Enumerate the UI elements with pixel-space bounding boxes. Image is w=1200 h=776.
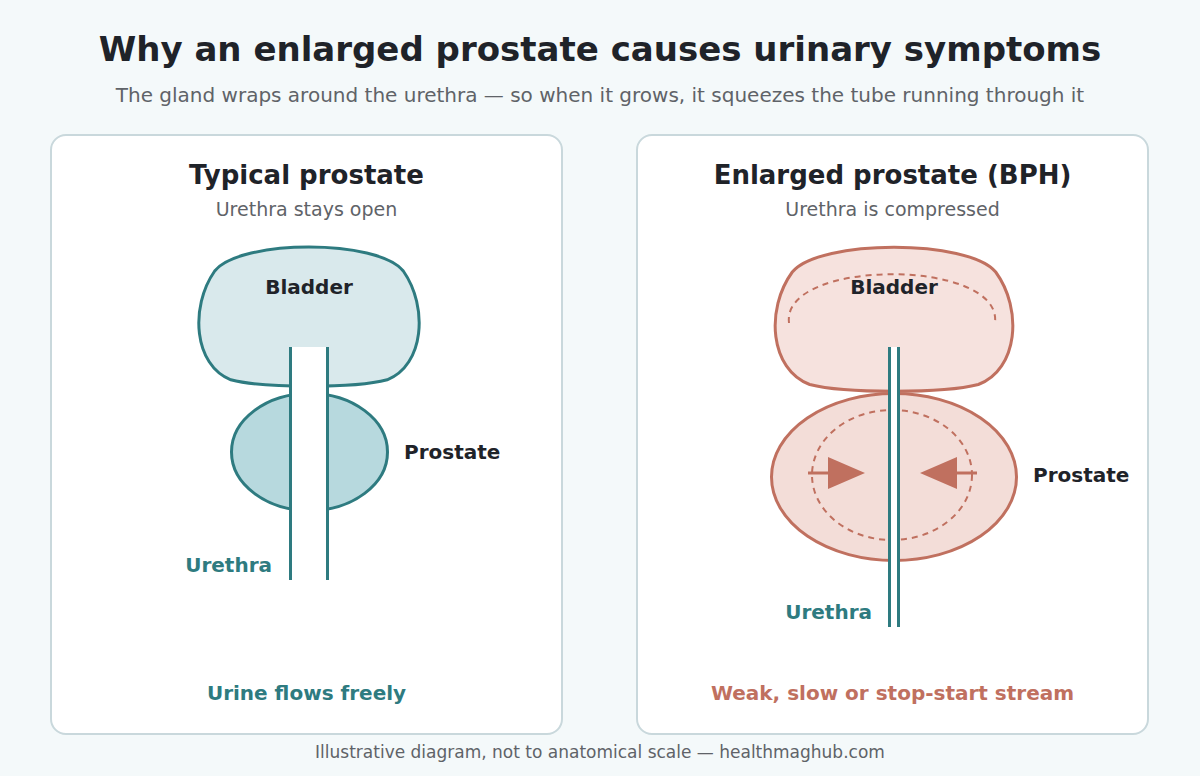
comparison-panel: Typical prostateUrethra stays openUrine …	[50, 134, 563, 735]
part-label: Bladder	[770, 275, 1018, 299]
urethra-lumen	[888, 347, 900, 627]
panel-subheading: Urethra stays open	[52, 197, 561, 221]
urethra-lumen	[289, 347, 329, 580]
subtitle: The gland wraps around the urethra — so …	[0, 82, 1200, 108]
urethra-node: Urethra	[888, 347, 900, 627]
urethra-wall	[289, 347, 292, 580]
caption: Illustrative diagram, not to anatomical …	[0, 741, 1200, 763]
urethra-node: Urethra	[289, 347, 329, 580]
part-label: Urethra	[112, 553, 272, 577]
urethra-wall	[897, 347, 900, 627]
panel-heading: Enlarged prostate (BPH)	[638, 158, 1147, 192]
part-label: Urethra	[712, 600, 872, 624]
part-label: Bladder	[194, 275, 424, 299]
page-title: Why an enlarged prostate causes urinary …	[0, 28, 1200, 70]
panel-heading: Typical prostate	[52, 158, 561, 192]
urethra-wall	[326, 347, 329, 580]
part-label: Prostate	[404, 440, 564, 464]
urethra-outline	[888, 347, 900, 627]
part-label: Prostate	[1033, 463, 1193, 487]
outcome-note: Weak, slow or stop-start stream	[638, 680, 1147, 706]
panel-subheading: Urethra is compressed	[638, 197, 1147, 221]
urethra-outline	[289, 347, 329, 580]
outcome-note: Urine flows freely	[52, 680, 561, 706]
comparison-panel: Enlarged prostate (BPH) Urethra is compre…	[636, 134, 1149, 735]
urethra-wall	[888, 347, 891, 627]
